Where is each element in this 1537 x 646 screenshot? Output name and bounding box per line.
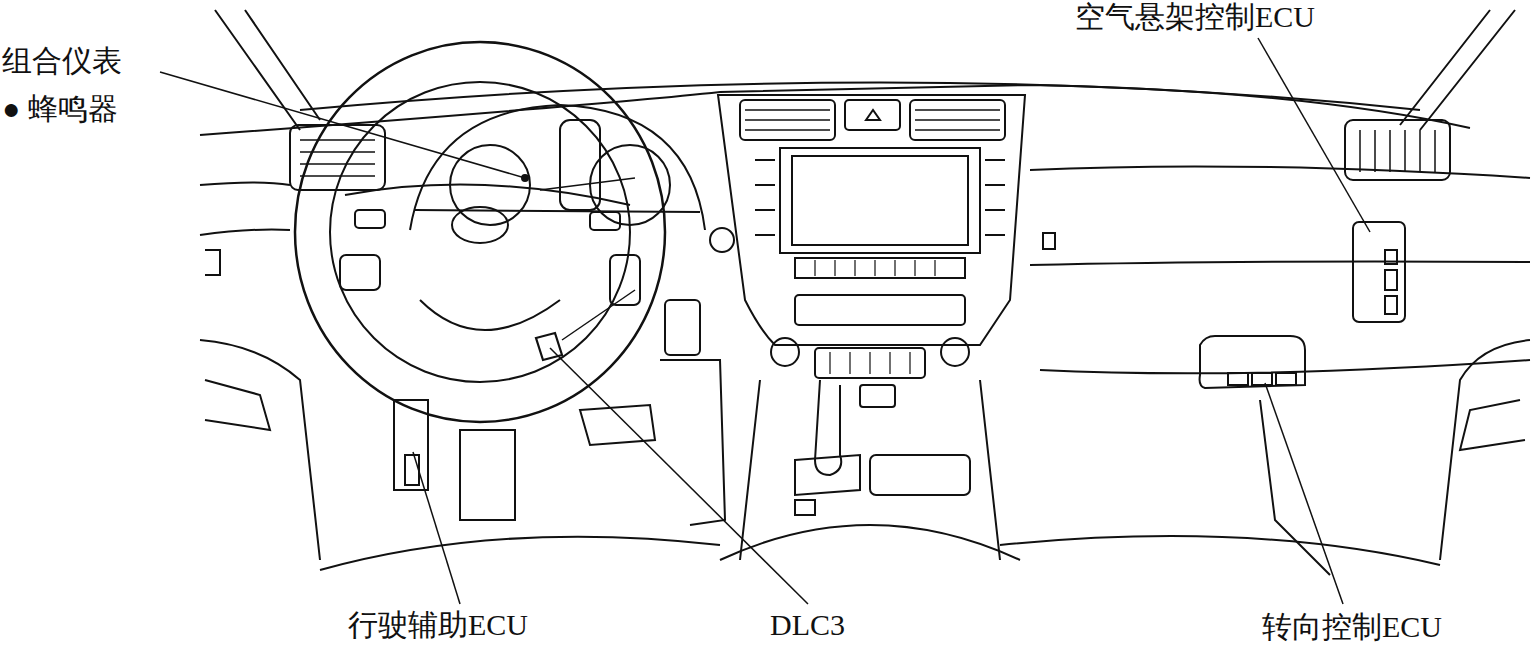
part-label: 转向控制ECU	[1262, 610, 1442, 644]
part-label: 空气悬架控制ECU	[1075, 0, 1315, 34]
connector-label: DLC3	[770, 608, 845, 642]
part-label: ● 蜂鸣器	[2, 92, 118, 126]
part-label: 组合仪表	[2, 44, 122, 78]
part-label: 行驶辅助ECU	[348, 608, 528, 642]
